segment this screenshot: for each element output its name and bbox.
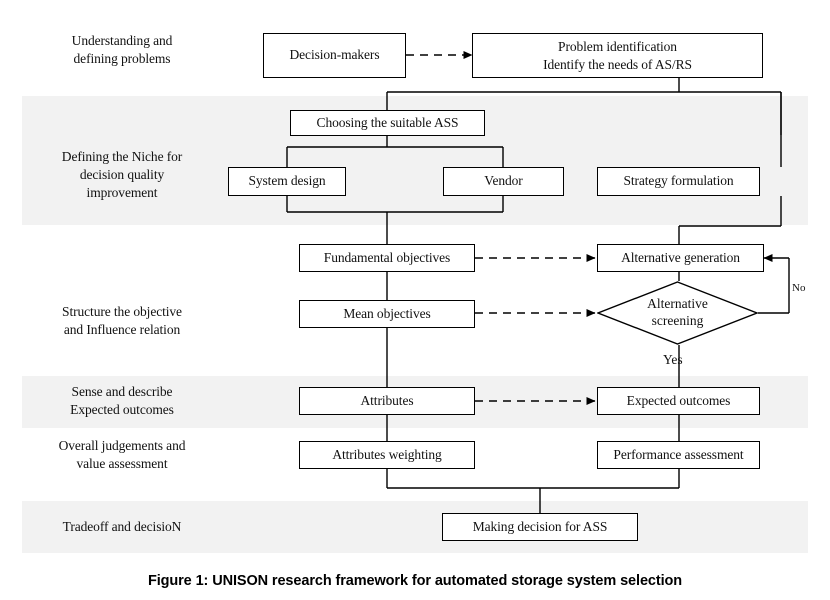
node-label: Decision-makers: [289, 47, 380, 63]
node-label: Alternative generation: [621, 249, 740, 265]
stage-label-line: defining problems: [73, 51, 171, 67]
figure-caption: Figure 1: UNISON research framework for …: [0, 573, 830, 589]
stage-label-line: value assessment: [76, 456, 168, 472]
stage-label-line: Overall judgements and: [58, 438, 186, 453]
node-alternative-screening[interactable]: Alternative screening: [597, 281, 758, 345]
edge-label-yes: Yes: [663, 352, 683, 368]
node-label: Performance assessment: [613, 446, 744, 462]
stage-label-line: Understanding and: [71, 33, 173, 48]
stage-label-understanding: Understanding and defining problems: [22, 32, 222, 68]
stage-label-judgement: Overall judgements and value assessment: [16, 437, 228, 473]
node-label: Expected outcomes: [626, 392, 731, 408]
node-problem-identification[interactable]: Problem identification Identify the need…: [472, 33, 763, 78]
edge-label-text: Yes: [663, 352, 683, 367]
node-alternative-generation[interactable]: Alternative generation: [597, 244, 764, 272]
node-label: Fundamental objectives: [323, 249, 451, 265]
node-vendor[interactable]: Vendor: [443, 167, 564, 196]
node-performance-assessment[interactable]: Performance assessment: [597, 441, 760, 469]
stage-label-line: Structure the objective: [62, 304, 182, 319]
stage-label-line: Defining the Niche for: [61, 149, 183, 164]
stage-label-line: Sense and describe: [71, 384, 173, 399]
stage-label-sense: Sense and describe Expected outcomes: [22, 383, 222, 419]
node-mean-objectives[interactable]: Mean objectives: [299, 300, 475, 328]
node-attributes-weighting[interactable]: Attributes weighting: [299, 441, 475, 469]
node-fundamental-objectives[interactable]: Fundamental objectives: [299, 244, 475, 272]
stage-label-line: decision quality: [79, 167, 165, 183]
edge-label-text: No: [792, 282, 806, 294]
stage-label-structure: Structure the objective and Influence re…: [22, 303, 222, 339]
node-label-line2: Identify the needs of AS/RS: [543, 56, 692, 72]
stage-label-line: improvement: [86, 185, 158, 201]
node-label: Making decision for ASS: [472, 518, 608, 534]
node-expected-outcomes[interactable]: Expected outcomes: [597, 387, 760, 415]
stage-label-line: Tradeoff and decisioN: [62, 519, 182, 534]
node-label: Vendor: [484, 173, 523, 189]
node-strategy-formulation[interactable]: Strategy formulation: [597, 167, 760, 196]
node-label-line1: Problem identification: [558, 38, 677, 54]
stage-label-niche: Defining the Niche for decision quality …: [22, 148, 222, 203]
node-label: Strategy formulation: [623, 173, 734, 189]
stage-label-tradeoff: Tradeoff and decisioN: [16, 518, 228, 536]
stage-label-line: Expected outcomes: [70, 402, 174, 418]
node-decision-makers[interactable]: Decision-makers: [263, 33, 406, 78]
figure-caption-text: Figure 1: UNISON research framework for …: [147, 573, 683, 589]
node-label: Choosing the suitable ASS: [316, 114, 459, 130]
node-choosing-suitable-ass[interactable]: Choosing the suitable ASS: [290, 110, 485, 136]
node-label: Mean objectives: [343, 305, 431, 321]
node-making-decision-for-ass[interactable]: Making decision for ASS: [442, 513, 638, 541]
node-label: Attributes weighting: [332, 446, 442, 462]
stage-label-line: and Influence relation: [63, 322, 181, 338]
node-system-design[interactable]: System design: [228, 167, 346, 196]
diamond-shape: [597, 281, 758, 345]
node-label: System design: [248, 173, 326, 189]
node-label: Attributes: [360, 392, 414, 408]
edge-label-no: No: [792, 282, 805, 294]
band-tradeoff: [22, 501, 808, 553]
node-attributes[interactable]: Attributes: [299, 387, 475, 415]
